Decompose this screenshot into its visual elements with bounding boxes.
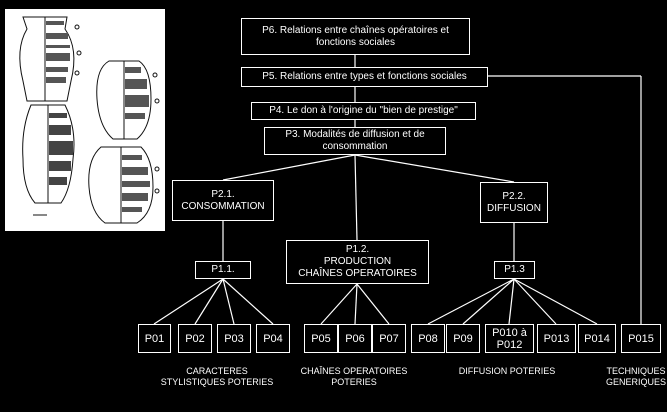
vessel-drawing [19,16,82,102]
vessel-drawing [88,146,160,224]
node-p6: P6. Relations entre chaînes opératoires … [241,18,470,55]
node-p09: P09 [446,324,480,353]
vessel-drawing [96,60,160,140]
node-p1-1: P1.1. [195,261,251,279]
node-p015: P015 [621,324,661,353]
node-p04: P04 [256,324,290,353]
caption-techniques: TECHNIQUES GENERIQUES [606,366,667,387]
node-p013: P013 [537,324,576,353]
node-p03: P03 [217,324,251,353]
node-p01: P01 [138,324,171,353]
node-p014: P014 [578,324,616,353]
caption-chaines: CHAÎNES OPERATOIRES POTERIES [300,366,408,387]
node-p4: P4. Le don à l'origine du "bien de prest… [251,102,476,120]
node-p02: P02 [178,324,212,353]
node-p010-p012: P010 à P012 [485,324,534,353]
node-p3: P3. Modalités de diffusion et de consomm… [264,127,446,155]
caption-stylistiques: CARACTERES STYLISTIQUES POTERIES [160,366,274,387]
caption-diffusion: DIFFUSION POTERIES [458,366,556,376]
node-p5: P5. Relations entre types et fonctions s… [241,67,488,87]
vessel-drawing [22,104,75,216]
node-p07: P07 [372,324,406,353]
node-p2-2: P2.2. DIFFUSION [480,182,548,223]
node-p1-3: P1.3 [494,261,535,279]
pottery-illustration [5,9,165,231]
node-p1-2: P1.2. PRODUCTION CHAÎNES OPERATOIRES [286,240,429,284]
node-p05: P05 [304,324,338,353]
node-p2-1: P2.1. CONSOMMATION [172,180,274,221]
node-p06: P06 [338,324,372,353]
node-p08: P08 [411,324,445,353]
